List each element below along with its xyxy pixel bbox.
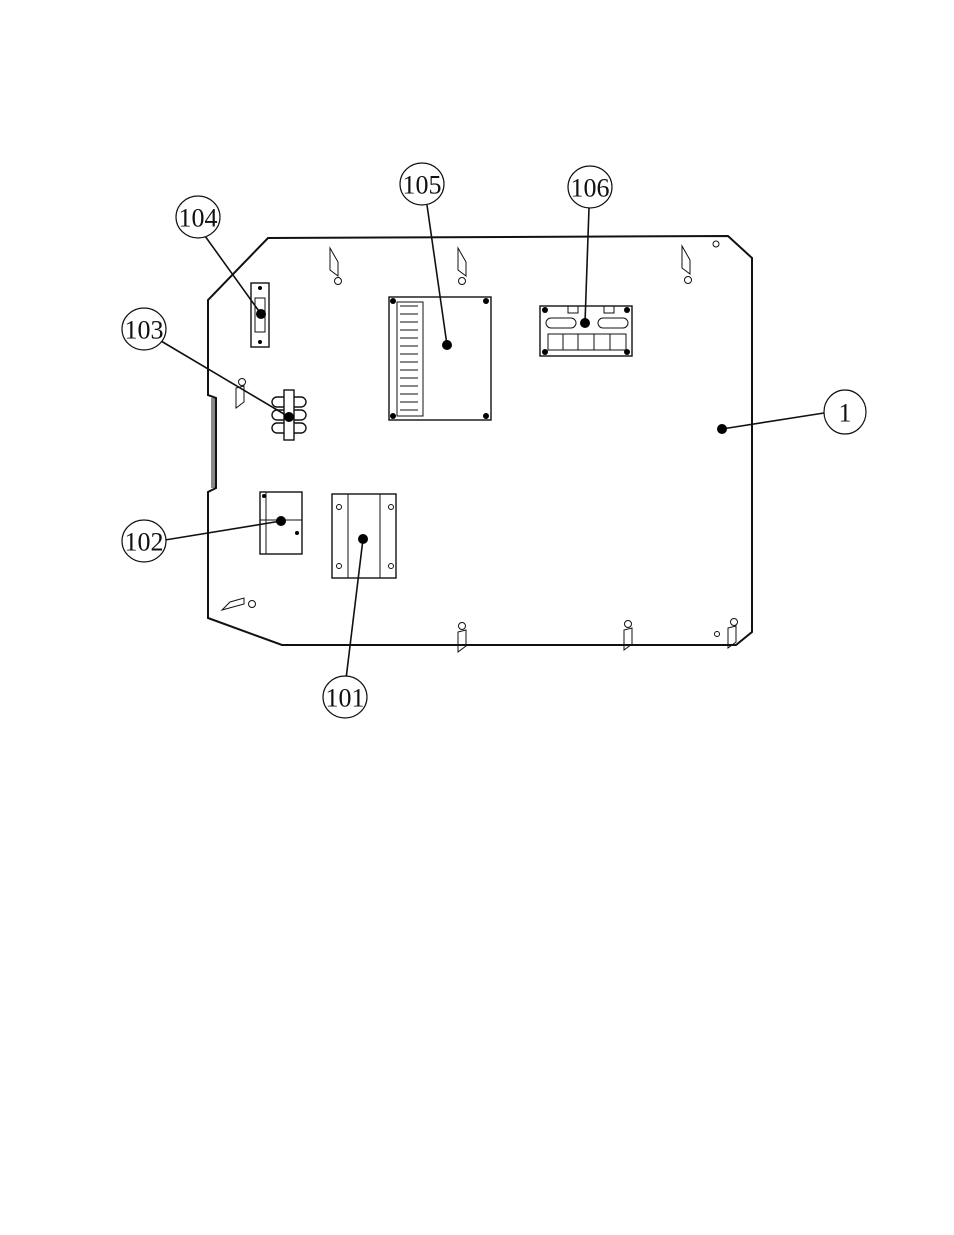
clip-top-3: [682, 246, 692, 284]
callout-104: 104: [176, 196, 220, 238]
callout-104-label: 104: [179, 204, 218, 233]
callout-105: 105: [400, 163, 444, 205]
callout-106-label: 106: [571, 174, 610, 203]
callout-105-label: 105: [403, 171, 442, 200]
callout-103: 103: [122, 308, 166, 350]
callout-1: 1: [824, 390, 866, 434]
callout-102-label: 102: [125, 528, 164, 557]
clip-bottom-1: [458, 623, 466, 653]
callout-101-label: 101: [326, 684, 365, 713]
callout-1-label: 1: [839, 399, 852, 428]
component-105: [389, 297, 491, 420]
callout-101: 101: [323, 676, 367, 718]
clip-bottom-3: [715, 619, 738, 649]
clip-top-2: [458, 248, 466, 285]
callout-102: 102: [122, 520, 166, 562]
clip-left: [236, 379, 246, 409]
leader-lines: [161, 205, 824, 679]
clip-top-1: [330, 248, 342, 285]
callout-106: 106: [568, 166, 612, 208]
clip-bottom-left: [222, 598, 256, 610]
callout-103-label: 103: [125, 316, 164, 345]
